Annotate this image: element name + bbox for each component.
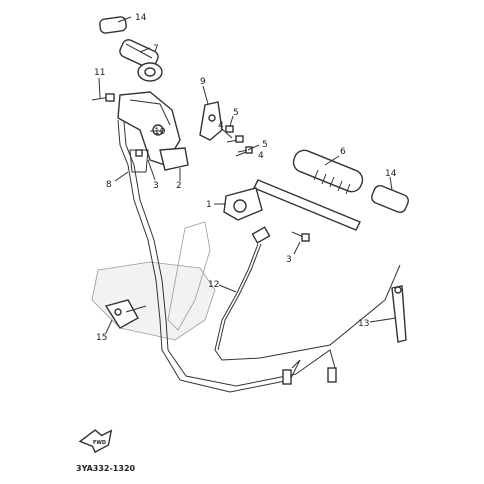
label-part-2: 2 (176, 181, 182, 191)
label-part-7: 7 (153, 44, 159, 54)
label-part-13: 13 (358, 319, 369, 329)
grip-knurl (313, 169, 351, 195)
lever-9 (199, 101, 223, 141)
screw-3-lower (291, 231, 310, 242)
label-part-8: 8 (106, 180, 112, 190)
bracket-15 (104, 299, 147, 329)
label-part-11: 11 (94, 68, 105, 78)
throttle-cables (117, 119, 337, 393)
leader-lines (98, 16, 397, 334)
label-part-9: 9 (200, 77, 206, 87)
label-part-4-upper: 4 (218, 121, 224, 131)
label-part-5-lower: 5 (262, 140, 268, 150)
cable-clamp-13 (391, 285, 407, 343)
label-part-1: 1 (206, 200, 212, 210)
label-part-12: 12 (208, 280, 219, 290)
label-part-3-lower: 3 (286, 255, 292, 265)
label-part-14-right: 14 (385, 169, 397, 179)
clutch-holder (223, 187, 263, 221)
label-part-15: 15 (96, 333, 107, 343)
fwd-arrow-text: FWD (93, 440, 106, 446)
label-part-14-left: 14 (135, 13, 147, 23)
right-handlebar (253, 149, 409, 231)
throttle-grip (119, 39, 163, 82)
label-part-10: 10 (154, 127, 166, 137)
label-part-5-upper: 5 (233, 108, 239, 118)
label-part-6: 6 (340, 147, 346, 157)
figure-code: 3YA332-1320 (76, 464, 136, 473)
fwd-arrow-icon: FWD (78, 429, 113, 454)
left-grip-end (99, 16, 127, 34)
screw-11 (91, 93, 115, 102)
label-part-4-lower: 4 (258, 151, 264, 161)
clutch-cable (214, 226, 401, 361)
small-bolts (135, 125, 253, 157)
label-part-3-upper: 3 (153, 181, 159, 191)
throttle-housing (117, 91, 189, 171)
